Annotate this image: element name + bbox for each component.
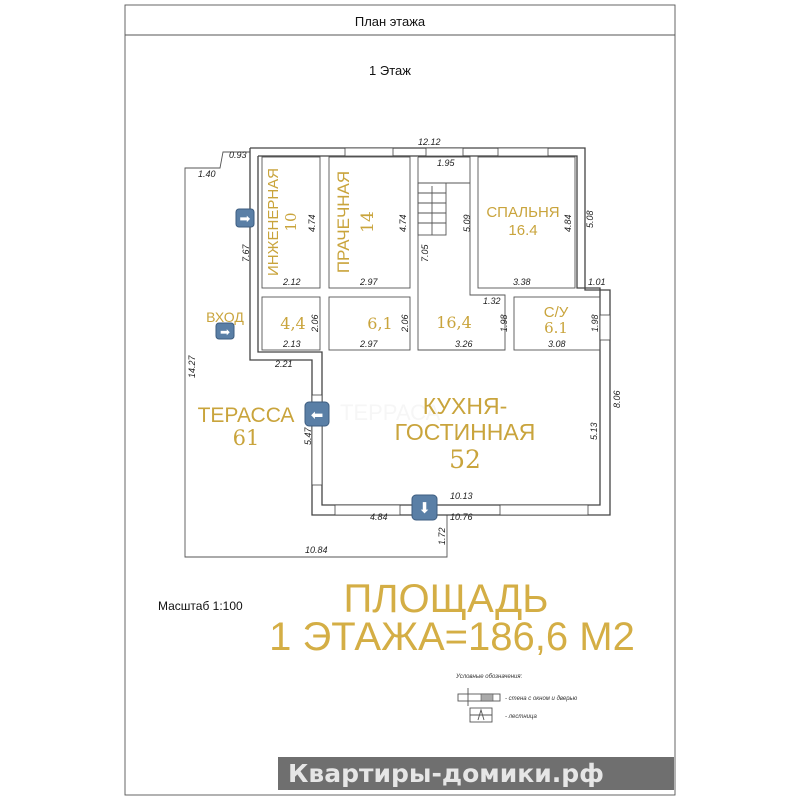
sheet-frame [124,4,676,796]
scale-label: Масштаб 1:100 [158,599,243,613]
room-area-kitchen: 52 [449,445,481,474]
svg-text:➡: ➡ [220,325,230,339]
room-name-entry: ВХОД [206,309,244,325]
dim: 12.12 [418,137,441,147]
dim: 2.13 [282,339,301,349]
legend: Условные обозначения: - стена с окном и … [455,674,578,723]
dim: 1.72 [437,527,447,545]
dim: 1.32 [483,296,501,306]
dim: 14.27 [187,354,197,378]
room-area-vestibule: 4,4 [280,314,305,333]
room-name-terrace: ТЕРАССА [198,404,295,427]
outer-walls [249,147,611,516]
room-walls [261,156,601,351]
dimensions: 12.12 0.93 1.40 1.95 4.74 4.74 7.67 7.05… [187,137,622,555]
dim: 5.47 [303,426,313,445]
dim: 4.84 [370,512,388,522]
dim: 1.98 [499,314,509,332]
room-name-engineering: ИНЖЕНЕРНАЯ [265,168,282,276]
watermark-brand: Квартиры-домики.рф [288,759,604,788]
dim: 5.08 [585,210,595,228]
dim: 5.13 [589,422,599,440]
dim: 0.93 [229,150,247,160]
dim: 4.84 [563,214,573,232]
dim: 10.84 [305,545,328,555]
room-name-laundry: ПРАЧЕЧНАЯ [334,171,353,273]
room-name-kitchen-2: ГОСТИННАЯ [395,419,536,445]
room-area-terrace: 61 [233,426,260,450]
entry-arrow-icon: ➡ [215,322,235,340]
legend-stairs: - лестница [505,714,537,720]
dim: 1.95 [437,158,456,168]
room-area-laundry: 14 [358,211,378,233]
dim: 5.09 [462,214,472,232]
room-name-kitchen-1: КУХНЯ- [423,393,508,419]
svg-text:⬇: ⬇ [418,500,431,517]
dim: 4.74 [398,214,408,232]
dim: 8.06 [612,390,622,408]
svg-text:⬅: ⬅ [311,407,324,424]
dim: 1.40 [198,169,216,179]
room-area-bathroom: 6.1 [544,319,568,337]
svg-text:➡: ➡ [240,211,251,226]
terrace-outline [184,151,448,558]
dim: 4.74 [307,214,317,232]
terrace-arrow-icon: ⬅ [304,401,330,427]
dim: 3.38 [513,277,531,287]
dim: 3.26 [455,339,473,349]
dim: 10.76 [450,512,473,522]
windows [311,147,611,516]
watermark-banner: Квартиры-домики.рф [278,757,674,790]
legend-title: Условные обозначения: [455,674,523,680]
dim: 2.06 [310,314,320,333]
dim: 1.98 [590,314,600,332]
dim: 2.12 [282,277,301,287]
dim: 2.21 [274,359,293,369]
room-name-bathroom: С/У [544,304,569,321]
area-summary-line1: ПЛОЩАДЬ [344,577,549,621]
room-area-hall: 16,4 [436,313,472,332]
faint-watermark: ТЕРРАСА [340,400,441,425]
sheet-title: План этажа [355,14,426,29]
dim: 7.05 [420,243,430,262]
legend-wall: - стена с окном и дверью [505,696,578,702]
dim: 10.13 [450,491,473,501]
dim: 7.67 [241,243,251,262]
dim: 2.06 [400,314,410,333]
dim: 2.97 [359,339,379,349]
dim: 1.01 [588,277,606,287]
area-summary-line2: 1 ЭТАЖА=186,6 М2 [269,615,635,659]
entry-arrow-icon: ➡ [235,208,255,228]
room-area-engineering: 10 [282,212,300,231]
stairs [417,182,447,236]
floor-label: 1 Этаж [369,63,411,78]
dim: 3.08 [548,339,566,349]
room-area-storage: 6,1 [367,314,392,333]
room-area-bedroom: 16.4 [508,222,537,239]
exit-down-arrow-icon: ⬇ [411,494,438,521]
room-name-bedroom: СПАЛЬНЯ [486,204,559,221]
dim: 2.97 [359,277,379,287]
